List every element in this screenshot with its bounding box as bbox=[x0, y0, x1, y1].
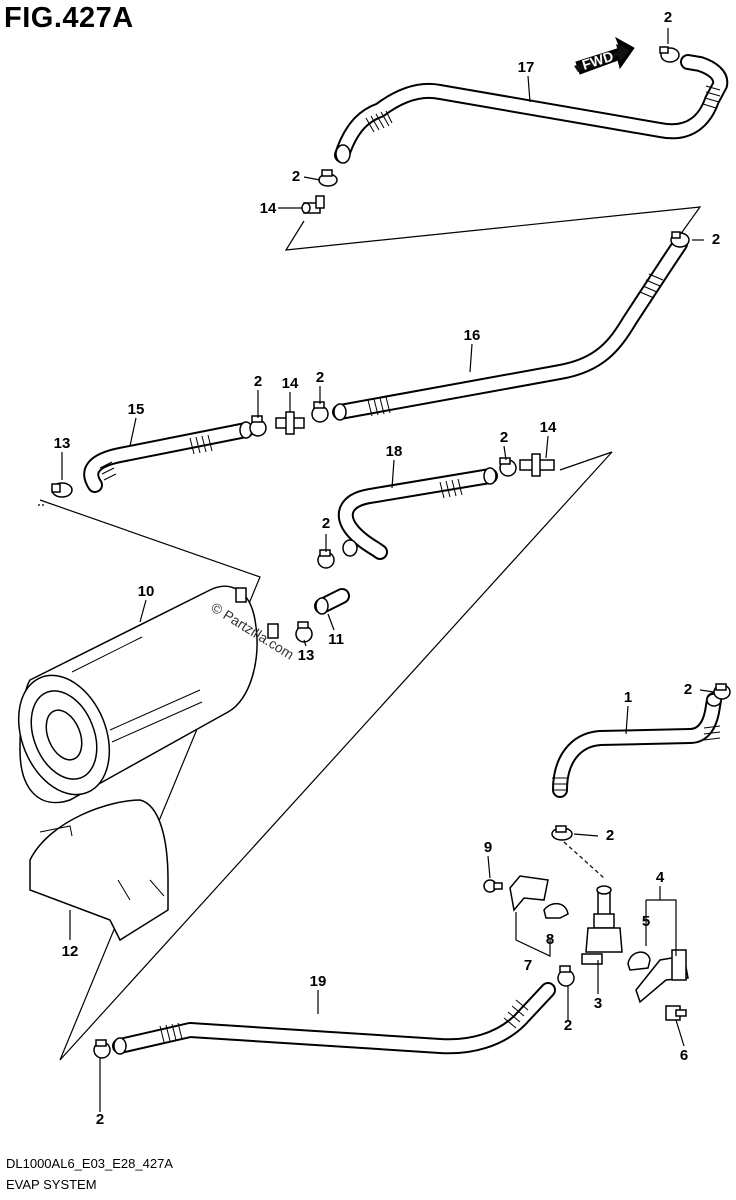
callout-2: 2 bbox=[500, 429, 508, 446]
callout-5: 5 bbox=[642, 913, 650, 930]
clamp-top-right bbox=[659, 46, 680, 63]
callout-11: 11 bbox=[328, 631, 344, 648]
bolt-6 bbox=[665, 1005, 687, 1021]
clip-5 bbox=[627, 951, 651, 971]
callout-2: 2 bbox=[292, 168, 300, 185]
clip-8 bbox=[543, 902, 569, 919]
callout-2: 2 bbox=[254, 373, 262, 390]
hose-18 bbox=[337, 467, 498, 560]
bracket-4 bbox=[635, 949, 689, 1004]
callout-2: 2 bbox=[712, 231, 720, 248]
callout-8: 8 bbox=[546, 931, 554, 948]
callout-2: 2 bbox=[564, 1017, 572, 1034]
guide-line-lower bbox=[39, 451, 613, 1061]
callout-12: 12 bbox=[62, 943, 79, 960]
clamp-15-right bbox=[249, 415, 267, 437]
clamp-13-canister bbox=[295, 621, 313, 643]
valve-3 bbox=[581, 885, 623, 965]
guide-line-hose1 bbox=[563, 841, 605, 879]
callout-15: 15 bbox=[128, 401, 145, 418]
hose-1 bbox=[552, 692, 722, 798]
callout-4: 4 bbox=[656, 869, 665, 886]
bracket-7 bbox=[509, 875, 549, 912]
fitting-14-top bbox=[301, 195, 325, 214]
clamp-18-right bbox=[499, 457, 517, 477]
callout-3: 3 bbox=[594, 995, 602, 1012]
guide-line-7 bbox=[515, 912, 551, 957]
clamp-18-left bbox=[317, 549, 335, 569]
callout-2: 2 bbox=[684, 681, 692, 698]
clamp-13-left bbox=[51, 482, 73, 498]
callout-18: 18 bbox=[386, 443, 403, 460]
hose-11 bbox=[314, 588, 350, 615]
clamp-hose16-top bbox=[670, 231, 690, 248]
hose-17 bbox=[334, 54, 729, 164]
callout-16: 16 bbox=[464, 327, 481, 344]
callout-1: 1 bbox=[624, 689, 632, 706]
clamp-hose1-top bbox=[713, 683, 731, 700]
clamp-hose17-left bbox=[318, 169, 338, 187]
callout-13: 13 bbox=[298, 647, 315, 664]
clamp-19-right bbox=[557, 965, 575, 987]
guide-line-upper bbox=[284, 206, 702, 251]
clamp-16-left bbox=[311, 401, 329, 423]
clamp-hose1-bottom bbox=[551, 825, 573, 841]
callout-17: 17 bbox=[518, 59, 535, 76]
fwd-label: FWD bbox=[580, 48, 615, 73]
clamp-19-left bbox=[93, 1039, 111, 1059]
bolt-9 bbox=[483, 879, 503, 893]
leader-lines bbox=[61, 28, 715, 1112]
figure-name: EVAP SYSTEM bbox=[6, 1177, 97, 1192]
canister-10 bbox=[17, 585, 279, 804]
figure-title: FIG.427A bbox=[4, 2, 134, 34]
callout-6: 6 bbox=[680, 1047, 688, 1064]
fwd-arrow-icon: FWD bbox=[574, 36, 635, 75]
callout-10: 10 bbox=[138, 583, 155, 600]
callout-2: 2 bbox=[316, 369, 324, 386]
figure-code: DL1000AL6_E03_E28_427A bbox=[6, 1156, 173, 1171]
callout-7: 7 bbox=[524, 957, 532, 974]
hose-19 bbox=[112, 982, 556, 1055]
callout-19: 19 bbox=[310, 973, 327, 990]
callout-14: 14 bbox=[282, 375, 299, 392]
callout-2: 2 bbox=[606, 827, 614, 844]
callout-2: 2 bbox=[96, 1111, 104, 1128]
fitting-14-right bbox=[519, 453, 555, 477]
callout-13: 13 bbox=[54, 435, 71, 452]
callout-9: 9 bbox=[484, 839, 492, 856]
bracket-12 bbox=[29, 799, 169, 942]
hose-16 bbox=[332, 236, 688, 421]
callout-2: 2 bbox=[664, 9, 672, 26]
fitting-14-middle bbox=[275, 411, 305, 435]
callout-2: 2 bbox=[322, 515, 330, 532]
hose-15 bbox=[83, 421, 254, 493]
callout-14: 14 bbox=[540, 419, 557, 436]
callouts: 2 17 2 14 2 16 15 2 14 2 13 18 2 14 2 10… bbox=[54, 9, 721, 1128]
callout-14: 14 bbox=[260, 200, 277, 217]
